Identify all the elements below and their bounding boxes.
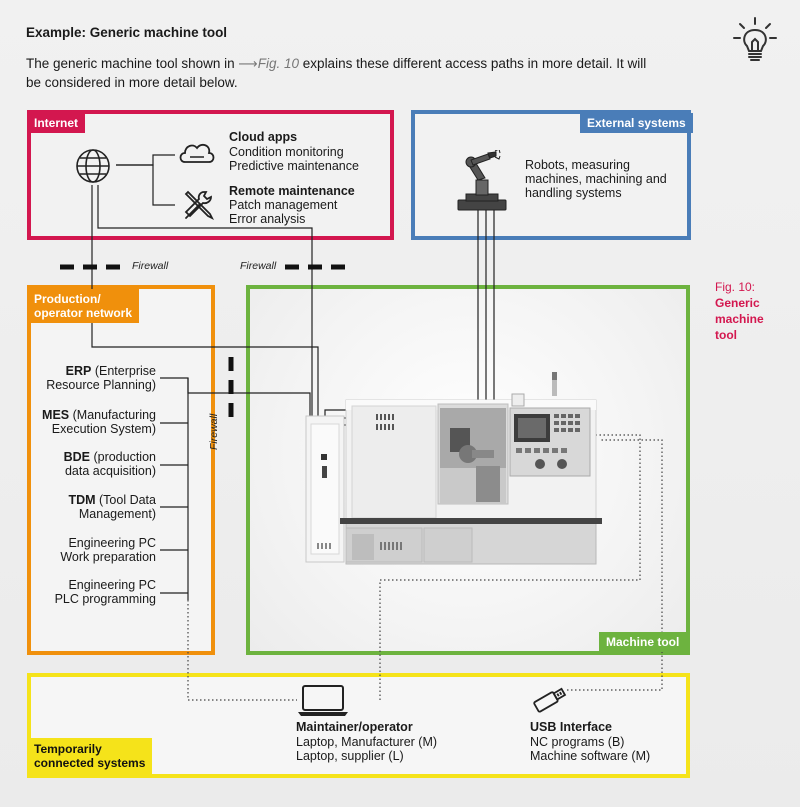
remote-maintenance-title: Remote maintenance	[229, 184, 355, 198]
robot-arm-icon	[457, 150, 507, 211]
erp-item: ERP (Enterprise	[65, 364, 156, 378]
temporary-systems-tag: Temporarily connected systems	[27, 738, 153, 774]
usb-interface-item-1: NC programs (B)	[530, 735, 625, 749]
tdm-item-line2: Management)	[78, 507, 156, 521]
external-systems-text-3: handling systems	[525, 186, 622, 200]
usb-stick-icon	[533, 687, 567, 713]
external-systems-text-1: Robots, measuring	[525, 158, 630, 172]
external-systems-tag: External systems	[580, 113, 693, 133]
mes-item-line2: Execution System)	[51, 422, 156, 436]
remote-maintenance-item-1: Patch management	[229, 198, 338, 212]
cloud-apps-title: Cloud apps	[229, 130, 298, 144]
engineering-pc-plc: Engineering PC	[68, 578, 156, 592]
globe-icon	[76, 149, 110, 183]
tools-icon	[184, 190, 215, 221]
fig-reference-link[interactable]: Fig. 10	[257, 56, 300, 71]
erp-item-line2: Resource Planning)	[46, 378, 156, 392]
firewall-label-right: Firewall	[240, 260, 277, 272]
intro-text-line2: be considered in more detail below.	[26, 75, 238, 90]
cloud-apps-item-2: Predictive maintenance	[229, 159, 359, 173]
internet-tag: Internet	[27, 113, 86, 133]
maintainer-item-1: Laptop, Manufacturer (M)	[296, 735, 438, 749]
cloud-apps-item-1: Condition monitoring	[229, 145, 344, 159]
engineering-pc-work-prep-line2: Work preparation	[60, 550, 156, 564]
cloud-icon	[179, 143, 215, 163]
machine-tool-tag: Machine tool	[599, 632, 687, 652]
usb-interface-title: USB Interface	[530, 720, 612, 734]
firewall-label-vertical: Firewall	[208, 413, 220, 450]
usb-interface-item-2: Machine software (M)	[530, 749, 651, 763]
maintainer-title: Maintainer/operator	[296, 720, 413, 734]
maintainer-item-2: Laptop, supplier (L)	[296, 749, 404, 763]
laptop-icon	[298, 685, 348, 716]
bde-item-line2: data acquisition)	[64, 464, 156, 478]
engineering-pc-work-prep: Engineering PC	[68, 536, 156, 550]
internet-box	[27, 110, 394, 240]
external-systems-box	[411, 110, 691, 240]
production-network-tag: Production/ operator network	[27, 289, 140, 323]
example-title: Example: Generic machine tool	[26, 25, 228, 40]
engineering-pc-plc-line2: PLC programming	[54, 592, 156, 606]
mes-item: MES (Manufacturing	[42, 408, 156, 422]
figure-caption: Fig. 10: Generic machine tool	[715, 280, 764, 342]
fig-reference-arrow: ⟶	[238, 56, 258, 71]
tdm-item: TDM (Tool Data	[68, 493, 156, 507]
firewall-label-left: Firewall	[132, 260, 169, 272]
intro-text: The generic machine tool shown in ⟶Fig. …	[26, 56, 647, 71]
lightbulb-icon	[733, 17, 777, 61]
bde-item: BDE (production	[63, 450, 156, 464]
remote-maintenance-item-2: Error analysis	[229, 212, 306, 226]
machine-tool-illustration	[305, 372, 602, 565]
external-systems-text-2: machines, machining and	[525, 172, 667, 186]
